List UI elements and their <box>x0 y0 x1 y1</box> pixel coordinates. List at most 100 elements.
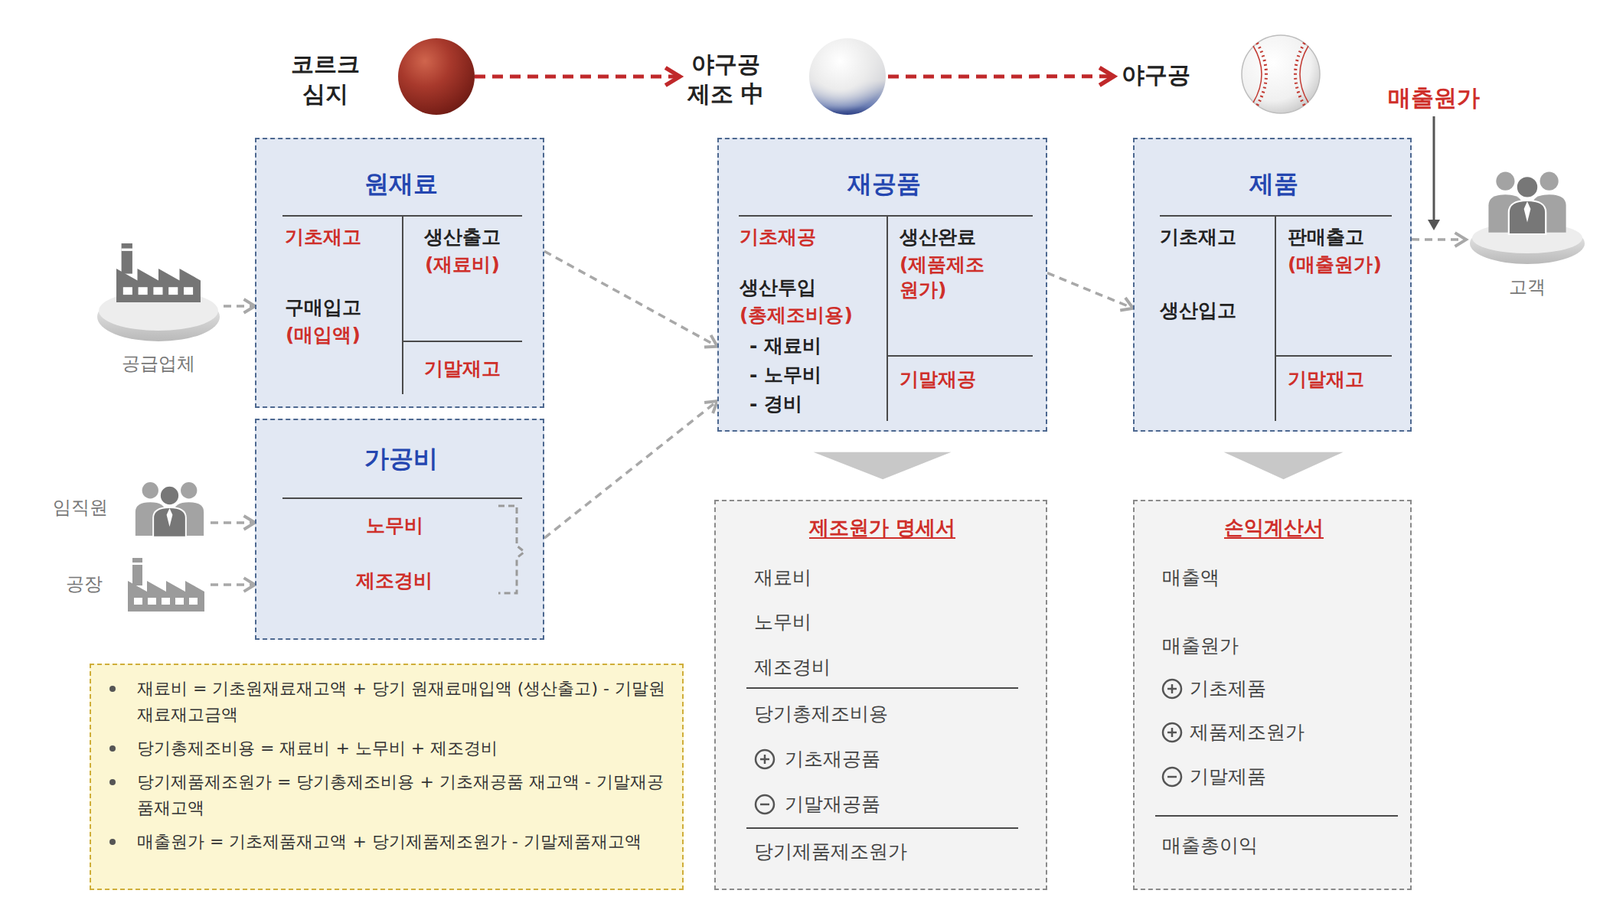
box-text: 기말재고 <box>402 356 523 383</box>
drawing-part <box>132 477 207 539</box>
drawing-part <box>175 597 184 605</box>
rule-line <box>746 827 1019 830</box>
box-text: 구매입고 <box>263 295 383 321</box>
box-text: 생산완료 <box>899 225 1038 251</box>
rule-line <box>886 215 889 422</box>
arrow-head <box>704 335 718 348</box>
ball-node: 야구공 제조 中 <box>679 34 889 119</box>
drawing-part <box>127 558 205 612</box>
drawing-part <box>127 581 205 612</box>
connector <box>1411 232 1467 247</box>
drawing-part <box>138 287 148 295</box>
box-text: 기초재공품 <box>784 747 1030 773</box>
rule-line <box>1155 815 1398 817</box>
drawing-part <box>189 597 198 605</box>
drawing-part <box>1240 33 1322 115</box>
box-text: 매출원가 <box>1162 633 1392 660</box>
box-text: 기초재공 <box>739 225 885 251</box>
drawing-part <box>1524 201 1532 223</box>
drawing-part <box>123 287 133 295</box>
factory-icon <box>93 237 224 345</box>
ball-node: 야구공 <box>1113 30 1325 119</box>
box-text: (매출원가) <box>1287 252 1403 278</box>
box-text: (재료비) <box>402 252 523 278</box>
bullet-dot <box>109 779 116 786</box>
drawing-part <box>116 243 201 303</box>
symbol-holder <box>1160 765 1184 789</box>
drawing-part <box>498 506 525 594</box>
dashed-connector <box>210 583 255 587</box>
statement-box: 제조원가 명세서재료비노무비제조경비당기총제조비용기초재공품기말재공품당기제품제… <box>714 499 1048 891</box>
rule-line <box>1274 215 1277 422</box>
connector <box>210 577 255 592</box>
box-text: 기말재공품 <box>784 792 1030 818</box>
symbol-holder <box>753 793 777 817</box>
connector <box>544 401 718 539</box>
drawing-part <box>132 558 143 586</box>
ball-picture <box>809 38 886 115</box>
dashed-connector <box>1411 238 1467 242</box>
drawing-part <box>168 287 178 295</box>
box-text: 제조경비 <box>333 568 456 595</box>
drawing-part <box>121 248 133 252</box>
dashed-connector <box>223 304 255 308</box>
box-text: 당기제품제조원가 <box>754 839 1030 866</box>
icon-node: 공급업체 <box>93 237 224 379</box>
plus-symbol <box>753 747 777 771</box>
drawing-part <box>126 557 206 613</box>
rule-line <box>1275 355 1392 357</box>
drawing-part <box>1299 45 1309 103</box>
drawing-part <box>166 508 174 527</box>
box-text: 노무비 <box>333 513 456 539</box>
arrow-head <box>1120 297 1134 311</box>
people-icon <box>132 477 207 539</box>
drawing-part <box>153 507 187 538</box>
icon-node: 임직원 <box>42 473 211 544</box>
down-chevron-arrow <box>1224 452 1344 480</box>
connector <box>1224 452 1344 480</box>
box-text: 당기제품제조원가 = 당기총제조비용 + 기초재공품 재고액 - 기말재공품재고… <box>137 769 666 822</box>
rule-line <box>401 215 404 395</box>
baseball-picture <box>1240 33 1322 115</box>
symbol-holder <box>1160 721 1184 745</box>
box-text: 재료비 = 기초원재료재고액 + 당기 원재료매입액 (생산출고) - 기말원재… <box>137 675 666 729</box>
drawing-part <box>132 562 143 565</box>
drawing-part <box>153 287 163 295</box>
minus-symbol <box>753 793 777 817</box>
drawing-part <box>1241 35 1320 114</box>
drawing-part <box>1466 153 1589 268</box>
plus-symbol <box>1160 677 1184 701</box>
symbol-bar <box>760 803 770 807</box>
account-box: 제품기초재고생산입고판매출고(매출원가)기말재고 <box>1133 137 1412 432</box>
plus-symbol <box>1160 721 1184 745</box>
box-text: - 재료비 <box>749 333 884 360</box>
connector <box>1047 273 1134 311</box>
box-text: (제품제조 원가) <box>899 252 1007 303</box>
callout-label: 매출원가 <box>1387 82 1480 113</box>
box-text: 기말재고 <box>1287 367 1403 393</box>
box-text: 야구공 제조 中 <box>679 48 772 109</box>
box-text: 생산입고 <box>1159 298 1271 324</box>
box-heading: 제품 <box>1134 168 1414 201</box>
connector <box>474 68 680 86</box>
drawing-part <box>1540 172 1559 191</box>
symbol-ring <box>1162 767 1182 787</box>
box-text: 당기총제조비용 = 재료비 + 노무비 + 제조경비 <box>137 735 666 762</box>
drawing-part <box>1516 176 1539 199</box>
account-box: 가공비노무비제조경비 <box>254 418 545 640</box>
connector <box>223 299 255 314</box>
box-text: 판매출고 <box>1287 225 1403 251</box>
dashed-connector <box>544 401 718 539</box>
symbol-bar <box>1171 728 1174 738</box>
account-box: 재공품기초재공생산투입(총제조비용)- 재료비- 노무비- 경비생산완료(제품제… <box>717 137 1048 432</box>
dashed-connector <box>544 251 718 347</box>
bullet-dot <box>109 685 116 693</box>
dashed-connector <box>1047 273 1134 309</box>
factory-icon <box>126 557 206 613</box>
dashed-connector <box>210 521 255 525</box>
ball-node: 코르크 심지 <box>287 34 475 119</box>
drawing-part <box>135 482 204 538</box>
note-box: 재료비 = 기초원재료재고액 + 당기 원재료매입액 (생산출고) - 기말원재… <box>89 663 684 891</box>
drawing-part <box>180 482 197 499</box>
